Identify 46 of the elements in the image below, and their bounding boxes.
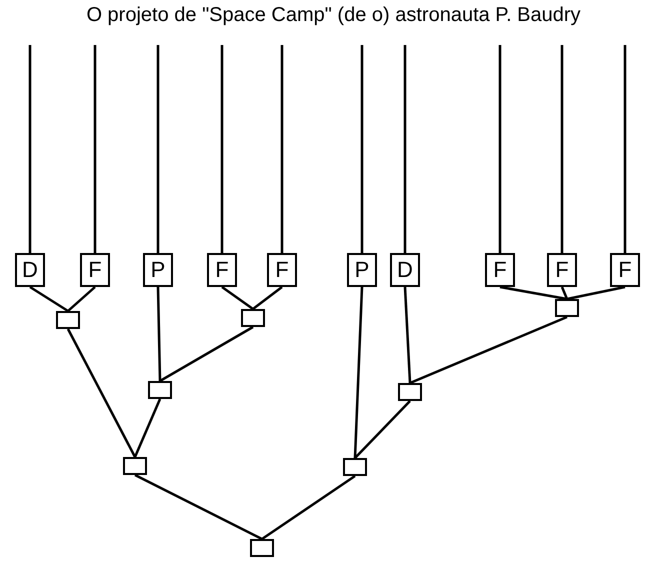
junction-box (343, 458, 367, 476)
connector-line (360, 45, 364, 253)
connector-line (134, 474, 263, 540)
connector-line (156, 45, 160, 253)
connector-line (66, 328, 136, 458)
connector-line (404, 286, 412, 384)
connector-line (280, 45, 284, 253)
connector-line (500, 286, 568, 300)
letter-box: F (207, 253, 237, 287)
letter-box: F (267, 253, 297, 287)
junction-box (250, 539, 274, 557)
letter-box: P (347, 253, 377, 287)
connector-line (566, 286, 626, 300)
junction-box (398, 383, 422, 401)
connector-line (159, 326, 254, 382)
junction-box (123, 457, 147, 475)
connector-line (221, 286, 254, 310)
letter-box: F (80, 253, 110, 287)
letter-box: D (15, 253, 45, 287)
junction-box (555, 299, 579, 317)
connector-line (252, 286, 283, 310)
letter-box: F (485, 253, 515, 287)
letter-box: D (390, 253, 420, 287)
connector-line (560, 286, 568, 300)
connector-line (404, 45, 406, 253)
title: O projeto de "Space Camp" (de o) astronauta P. Baudry (85, 4, 582, 27)
connector-line (624, 45, 626, 253)
connector-line (560, 45, 564, 253)
connector-line (67, 286, 96, 312)
letter-box: F (610, 253, 640, 287)
connector-line (134, 398, 162, 458)
junction-box (148, 381, 172, 399)
connector-line (261, 474, 356, 540)
junction-box (56, 311, 80, 329)
connector-line (498, 45, 502, 253)
connector-line (28, 45, 32, 253)
letter-box: F (547, 253, 577, 287)
junction-box (241, 309, 265, 327)
connector-line (354, 286, 364, 458)
connector-line (156, 286, 162, 382)
connector-line (354, 400, 411, 459)
connector-line (220, 45, 224, 253)
letter-box: P (143, 253, 173, 287)
connector-line (410, 316, 568, 384)
connector-line (29, 286, 69, 312)
connector-line (94, 45, 96, 253)
